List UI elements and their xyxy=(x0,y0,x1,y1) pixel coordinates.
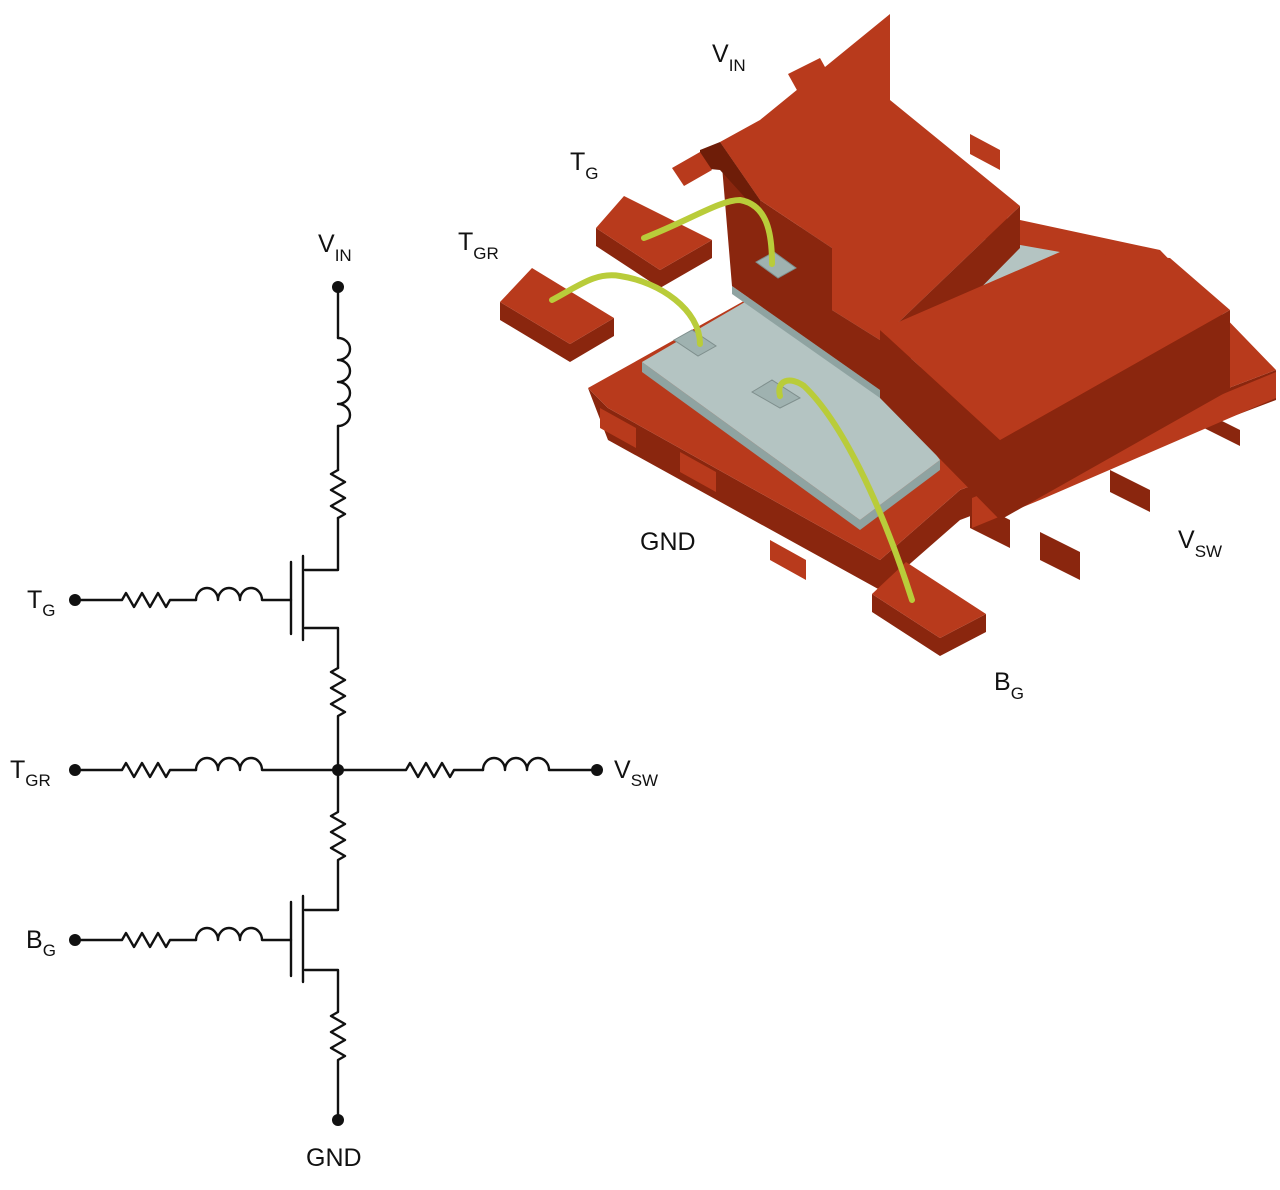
gnd-terminal xyxy=(332,1114,344,1126)
schematic-vin-label: VIN xyxy=(318,230,352,265)
tgr-inductor xyxy=(194,756,340,772)
schematic-tgr-label: TGR xyxy=(10,756,51,790)
vin-clip-top xyxy=(720,14,1020,340)
gnd-resistor xyxy=(303,968,347,1122)
package-bg-label: BG xyxy=(994,668,1024,703)
tg-inductor xyxy=(194,586,293,602)
bg-resistor xyxy=(73,931,198,949)
equivalent-circuit-schematic: VIN TG TGR xyxy=(10,230,658,1172)
tgr-bond-wire xyxy=(549,272,703,347)
top-fet-drain-wire xyxy=(303,516,340,572)
schematic-tg-label: TG xyxy=(27,586,56,620)
leadframe-base-side xyxy=(588,370,1276,590)
schematic-gnd-label: GND xyxy=(306,1144,362,1172)
top-fet-symbol xyxy=(289,554,305,642)
tgr-bond-pad xyxy=(673,329,717,357)
gnd-side-leads xyxy=(600,408,806,580)
vin-clip-side xyxy=(720,142,1020,390)
top-fet-source-wire xyxy=(303,626,340,670)
tg-bond-pad xyxy=(755,251,797,279)
vin-resistor xyxy=(329,468,347,520)
package-vin-label: VIN xyxy=(712,40,746,75)
vsw-inductor xyxy=(481,756,599,772)
package-tg-label: TG xyxy=(570,148,599,183)
bg-pad xyxy=(872,562,986,656)
tgr-pad xyxy=(500,268,614,362)
package-3d-illustration: VIN TG TGR GND VSW BG xyxy=(458,14,1276,703)
package-vsw-label: VSW xyxy=(1178,526,1222,561)
bg-inductor xyxy=(194,926,293,942)
vsw-clip-top xyxy=(880,252,1230,440)
vsw-side-leads xyxy=(970,410,1240,580)
package-tgr-label: TGR xyxy=(458,228,499,263)
vin-clip-front xyxy=(700,142,760,214)
bg-bond-pad xyxy=(751,379,802,409)
schematic-vsw-label: VSW xyxy=(614,756,658,790)
vin-inductor xyxy=(336,336,352,428)
package-gnd-label: GND xyxy=(640,528,696,556)
vsw-resistor xyxy=(336,761,485,779)
bottom-fet-symbol xyxy=(289,894,305,984)
vsw-clip-side xyxy=(880,310,1230,520)
schematic-bg-label: BG xyxy=(26,926,56,960)
mid-resistor xyxy=(329,666,347,772)
tg-resistor xyxy=(73,591,198,609)
lower-resistor xyxy=(303,768,347,912)
vin-top-leads xyxy=(672,58,1000,186)
bg-bond-wire xyxy=(776,377,915,603)
vsw-terminal xyxy=(591,764,603,776)
tgr-resistor xyxy=(73,761,198,779)
tg-bond-wire xyxy=(641,196,775,267)
